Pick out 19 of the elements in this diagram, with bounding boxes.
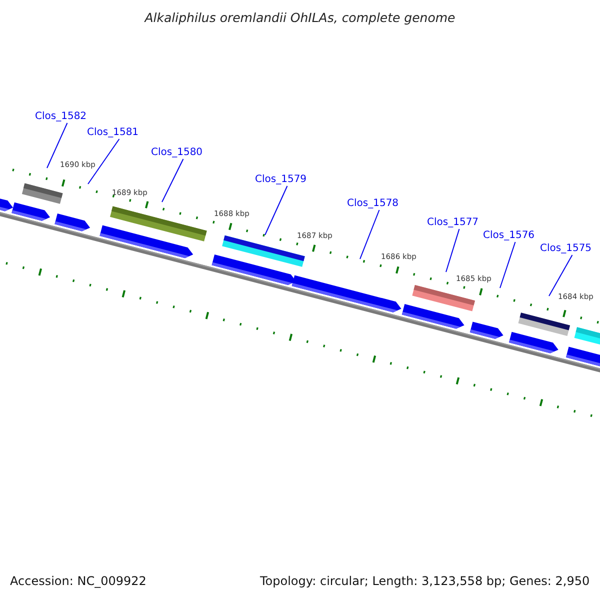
leader-line (548, 254, 573, 296)
leader-line (360, 210, 380, 260)
gene-label: Clos_1578 (347, 198, 399, 210)
footer-text: Topology: circular; Length: 3,123,558 bp; Genes: 2,950 (260, 574, 590, 588)
gene-label: Clos_1581 (87, 127, 139, 139)
gene-label: Clos_1576 (483, 230, 535, 242)
gene-label: Clos_1582 (35, 111, 87, 123)
leader-line (264, 186, 288, 236)
leader-line (446, 228, 460, 272)
leader-line (88, 138, 120, 184)
footer-text: Accession: NC_009922 (10, 574, 146, 588)
map-title: Alkaliphilus oremlandii OhILAs, complete genome (143, 10, 456, 25)
leader-line (162, 158, 184, 202)
gene-label: Clos_1580 (151, 147, 203, 159)
gene-label: Clos_1575 (540, 243, 592, 255)
gene-label: Clos_1579 (255, 174, 307, 186)
leader-line (46, 122, 68, 168)
gene-label: Clos_1577 (427, 217, 479, 229)
leader-line (500, 242, 516, 288)
